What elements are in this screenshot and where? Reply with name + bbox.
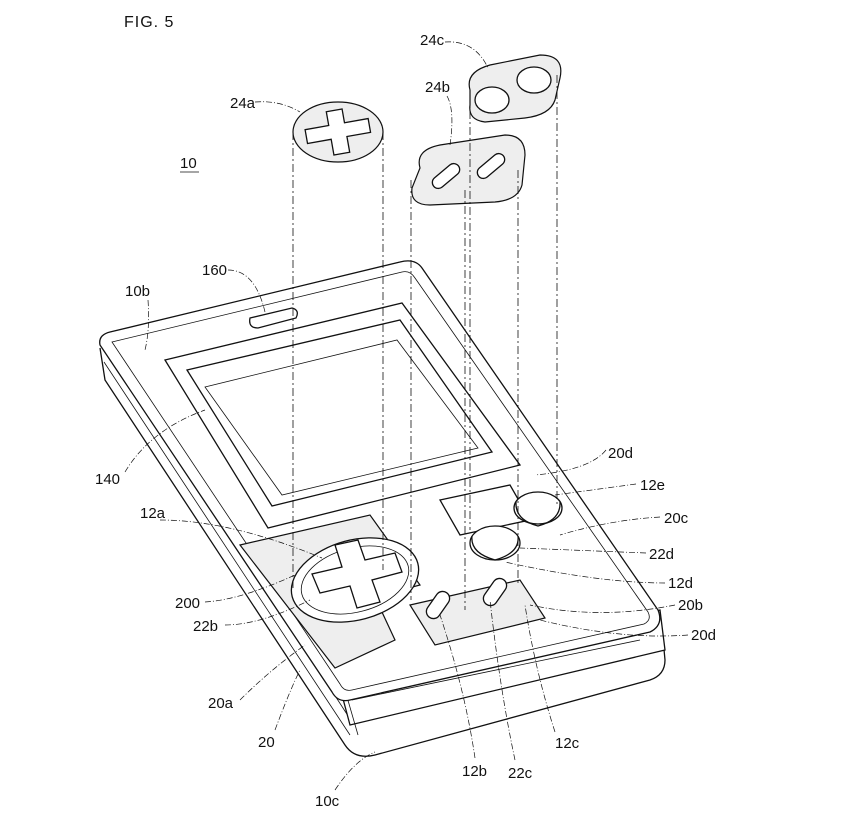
label-160: 160 xyxy=(202,262,227,279)
reference-labels: 10 24c 24a 24b 160 10b 140 20d 12e 12a 2… xyxy=(95,32,716,810)
display-screen xyxy=(163,302,522,529)
label-20d-top: 20d xyxy=(608,445,633,462)
label-24b: 24b xyxy=(425,79,450,96)
label-12a: 12a xyxy=(140,505,166,522)
button-b-12e xyxy=(513,491,563,525)
device-ref-label: 10 xyxy=(180,155,197,172)
label-24a: 24a xyxy=(230,95,256,112)
label-140: 140 xyxy=(95,471,120,488)
start-button-12b xyxy=(425,590,451,620)
button-area-200 xyxy=(238,484,563,669)
label-200: 200 xyxy=(175,595,200,612)
label-24c: 24c xyxy=(420,32,445,49)
figure-title: FIG. 5 xyxy=(124,14,174,31)
label-20c: 20c xyxy=(664,510,689,527)
label-12d: 12d xyxy=(668,575,693,592)
dpad-12a xyxy=(311,539,403,609)
label-22b: 22b xyxy=(193,618,218,635)
cover-24c xyxy=(468,54,562,123)
speaker-slot-160 xyxy=(249,307,298,329)
leader-lines xyxy=(124,41,689,791)
label-12c: 12c xyxy=(555,735,580,752)
label-20a: 20a xyxy=(208,695,234,712)
button-a-12d xyxy=(469,525,521,561)
label-12e: 12e xyxy=(640,477,665,494)
select-button-12c xyxy=(482,577,508,607)
label-20b: 20b xyxy=(678,597,703,614)
label-22c: 22c xyxy=(508,765,533,782)
label-20d-bottom: 20d xyxy=(691,627,716,644)
label-12b: 12b xyxy=(462,763,487,780)
cover-24b xyxy=(411,134,526,206)
cover-24a xyxy=(292,101,384,163)
label-10c: 10c xyxy=(315,793,340,810)
label-22d: 22d xyxy=(649,546,674,563)
projection-lines xyxy=(292,75,558,610)
label-20: 20 xyxy=(258,734,275,751)
label-10b: 10b xyxy=(125,283,150,300)
